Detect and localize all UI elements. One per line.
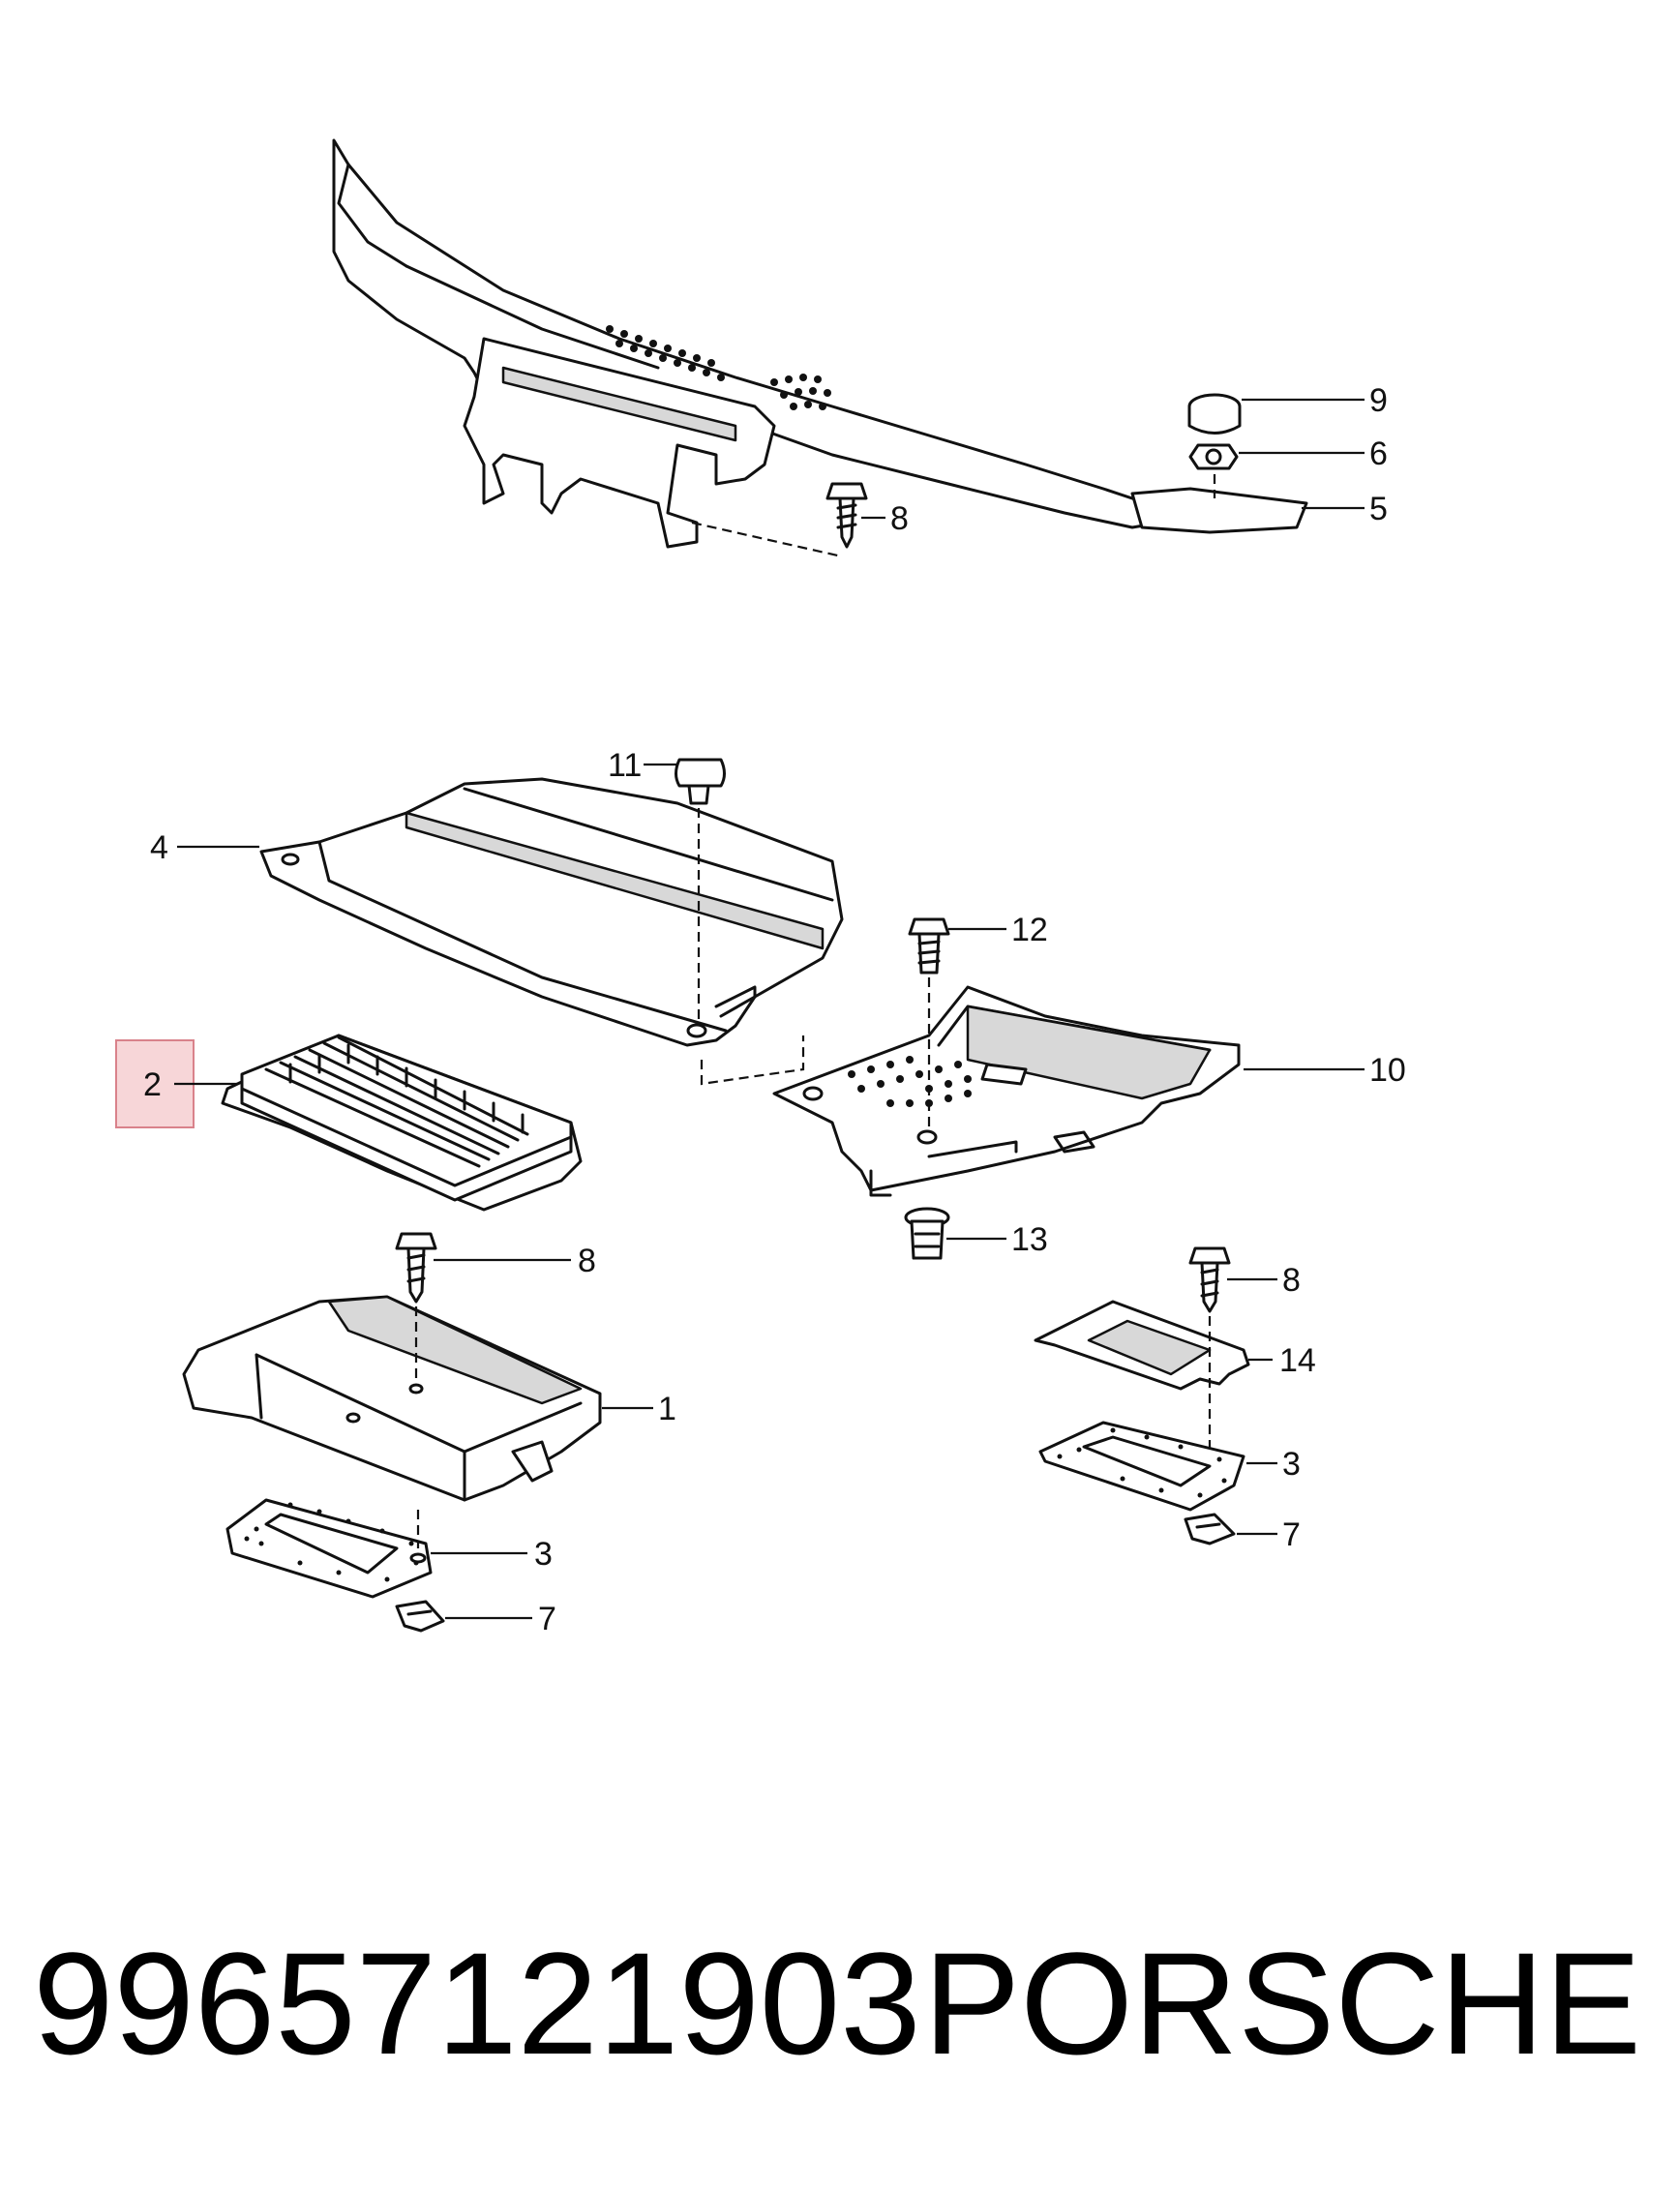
clip-part-7-right xyxy=(1184,1513,1236,1545)
filter-part-2 xyxy=(221,1034,583,1212)
callout-9: 9 xyxy=(1369,382,1388,419)
housing-part-1 xyxy=(182,1295,602,1502)
callout-7-left: 7 xyxy=(538,1601,556,1637)
callout-3-right: 3 xyxy=(1282,1446,1301,1483)
tray-perforations xyxy=(848,1056,972,1107)
clip-part-7-left xyxy=(395,1600,445,1633)
callout-4: 4 xyxy=(150,829,168,866)
cowl-perforations xyxy=(606,325,831,410)
screw-part-8-right xyxy=(1188,1246,1231,1313)
callout-3-left: 3 xyxy=(534,1536,553,1573)
screw-part-8-top xyxy=(825,482,868,549)
callout-8-right: 8 xyxy=(1282,1262,1301,1299)
callout-14: 14 xyxy=(1279,1342,1316,1379)
bracket-part-14 xyxy=(1034,1300,1250,1391)
filter-pleats xyxy=(264,1035,529,1168)
callout-2: 2 xyxy=(143,1066,162,1103)
cover-part-4 xyxy=(259,777,844,1047)
callout-1: 1 xyxy=(658,1391,676,1427)
screw-part-8-left xyxy=(395,1232,437,1304)
callout-12: 12 xyxy=(1011,912,1048,948)
bolt-part-12 xyxy=(908,917,950,975)
callout-11: 11 xyxy=(608,747,642,784)
callout-5: 5 xyxy=(1369,491,1388,527)
callout-7-right: 7 xyxy=(1282,1516,1301,1553)
part-number: 99657121903 xyxy=(33,1922,921,2085)
brand-name: PORSCHE xyxy=(923,1922,1641,2085)
callout-13: 13 xyxy=(1011,1221,1048,1258)
cowl-panel xyxy=(332,138,1308,549)
leader-lines xyxy=(174,398,1365,1620)
callout-8-left: 8 xyxy=(578,1243,596,1279)
gasket-part-3-left xyxy=(225,1498,433,1599)
gasket-part-3-right xyxy=(1038,1421,1245,1512)
nut-part-6 xyxy=(1188,443,1239,470)
clip-part-11 xyxy=(675,758,726,805)
callout-10: 10 xyxy=(1369,1052,1406,1089)
callout-6: 6 xyxy=(1369,435,1388,472)
cap-part-9 xyxy=(1187,393,1242,435)
grommet-part-13 xyxy=(904,1207,950,1260)
callout-8-top: 8 xyxy=(890,500,909,537)
tray-part-10 xyxy=(772,985,1241,1197)
callout-labels: 9 6 5 8 11 4 12 10 2 13 8 1 3 7 8 14 3 7 xyxy=(143,382,1406,1637)
footer-caption: 99657121903 PORSCHE xyxy=(0,1921,1680,2085)
